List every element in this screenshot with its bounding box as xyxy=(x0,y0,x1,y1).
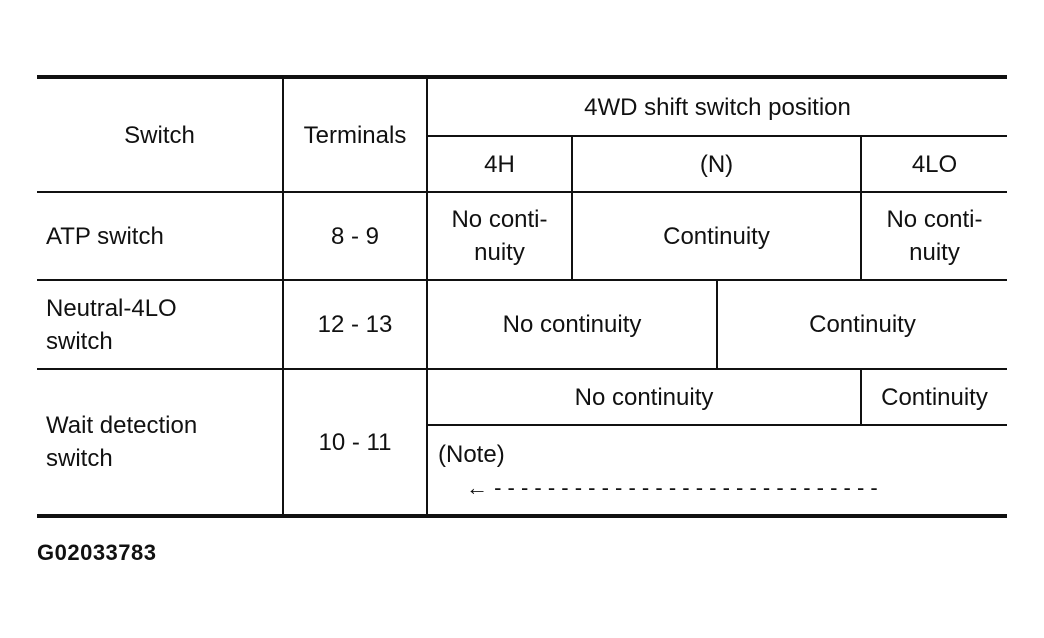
header-bottom-rule xyxy=(37,191,1007,193)
row-divider-1 xyxy=(37,279,1007,281)
header-position-4lo: 4LO xyxy=(911,150,958,178)
row-wait-continuity: Continuity xyxy=(881,383,988,411)
row-wait-note: (Note) xyxy=(438,440,505,468)
figure-id: G02033783 xyxy=(37,540,157,565)
row-divider-2 xyxy=(37,368,1007,370)
divider-4h-n xyxy=(571,136,573,280)
divider-neutral-row xyxy=(716,280,718,369)
header-terminals: Terminals xyxy=(303,121,407,149)
col-divider-terminals xyxy=(282,78,284,516)
header-position-group: 4WD shift switch position xyxy=(584,93,851,121)
row-wait-switch-name: Wait detection switch xyxy=(46,412,198,472)
position-header-divider xyxy=(427,135,1007,137)
row-atp-n: Continuity xyxy=(663,222,770,250)
divider-wait-row xyxy=(860,369,862,425)
row-atp-switch-name: ATP switch xyxy=(46,222,164,250)
table-top-rule xyxy=(37,75,1007,79)
row-atp-terminals: 8 - 9 xyxy=(330,222,380,250)
col-divider-positions xyxy=(426,78,428,516)
row-neutral-continuity: Continuity xyxy=(809,311,916,338)
row-atp-4h: No conti- nuity xyxy=(451,206,548,266)
header-position-n: (N) xyxy=(699,150,734,178)
row-atp-4lo: No conti- nuity xyxy=(886,206,983,266)
header-position-4h: 4H xyxy=(484,150,515,178)
row-neutral-terminals: 12 - 13 xyxy=(317,311,393,338)
divider-n-4lo xyxy=(860,136,862,280)
row-wait-terminals: 10 - 11 xyxy=(318,428,392,456)
row-wait-no-continuity: No continuity xyxy=(574,383,714,411)
row-neutral-switch-name: Neutral-4LO switch xyxy=(46,294,177,355)
note-dashed-arrow-left: ← - - - - - - - - - - - - - - - - - - - … xyxy=(466,475,878,500)
row-neutral-no-continuity: No continuity xyxy=(502,311,642,338)
table-bottom-rule xyxy=(37,514,1007,518)
header-switch: Switch xyxy=(124,121,195,149)
note-divider xyxy=(427,424,1007,426)
